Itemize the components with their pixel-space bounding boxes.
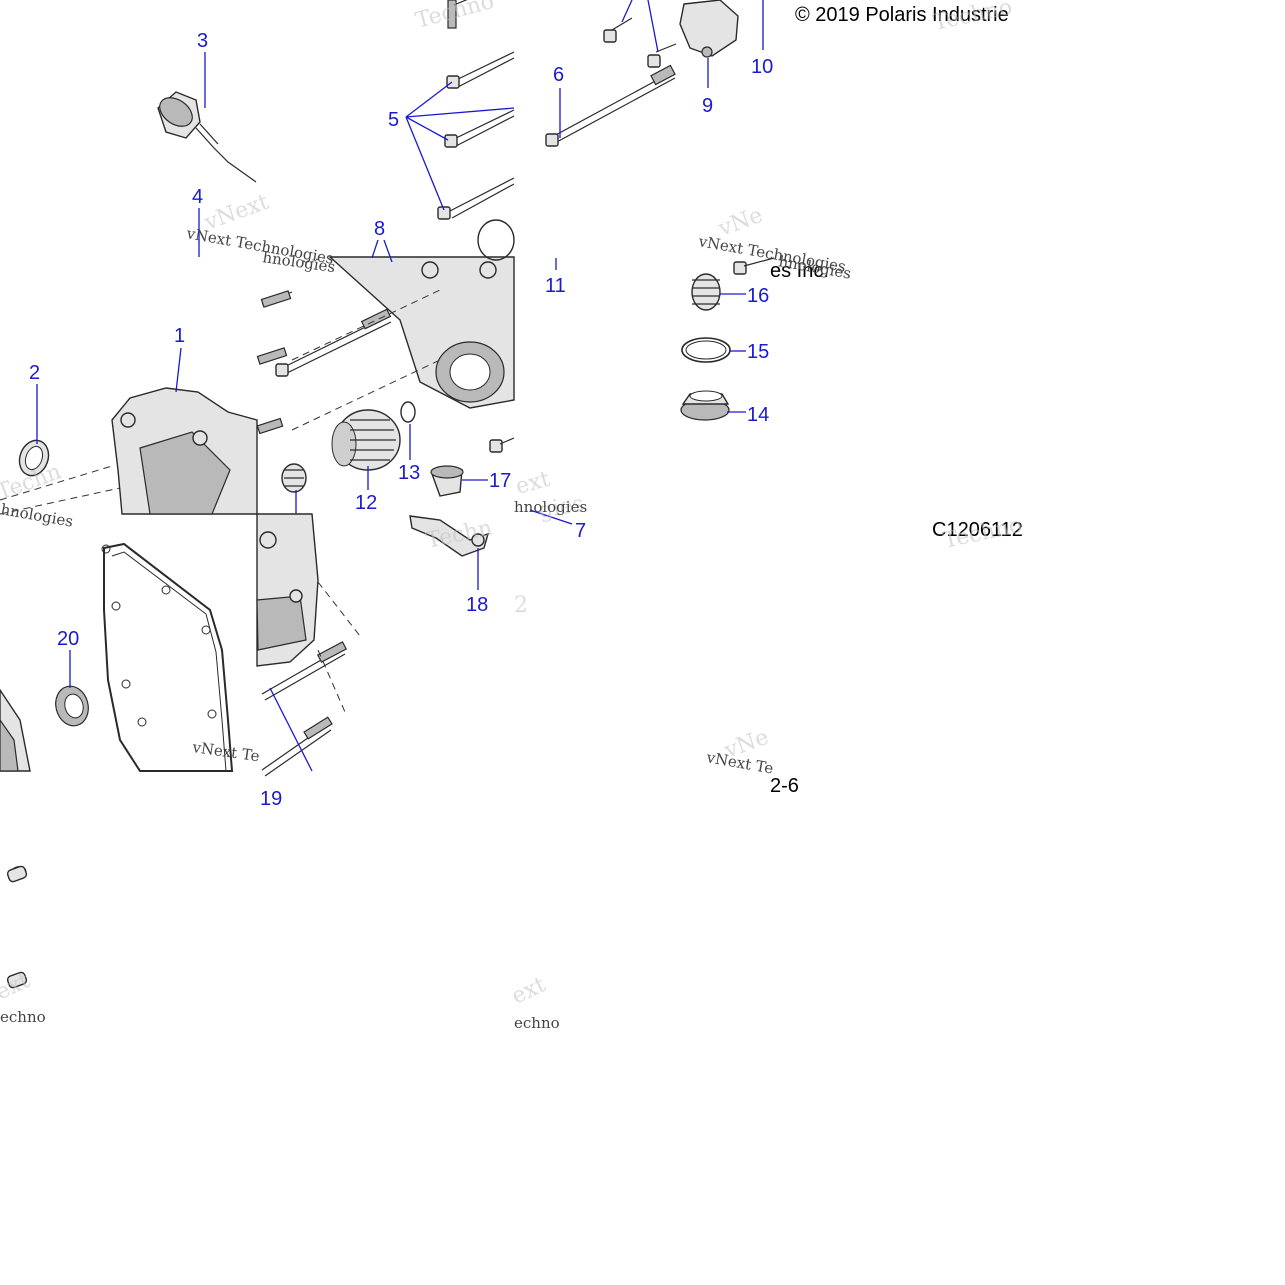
part-crankcase-lower <box>0 688 31 772</box>
part-bolt-upper-right <box>733 257 775 275</box>
callout-12: 12 <box>355 492 377 514</box>
callout-3: 3 <box>197 30 208 52</box>
part-dipstick <box>157 91 257 183</box>
callout-1: 1 <box>174 325 185 347</box>
diagram-code: C1206112 <box>932 519 1023 541</box>
svg-text:vNe: vNe <box>715 203 766 242</box>
callout-4: 4 <box>192 186 203 208</box>
watermark-tile-1: vNext Technologies vNext <box>184 190 335 268</box>
callout-10: 10 <box>751 56 773 78</box>
svg-text:Techno: Techno <box>413 0 497 34</box>
callout-18: 18 <box>466 594 488 616</box>
callout-2: 2 <box>29 362 40 384</box>
callout-9: 9 <box>702 95 713 117</box>
svg-text:hnologies: hnologies <box>514 498 587 516</box>
part-oring-15 <box>681 337 731 363</box>
part-bolts-5 <box>437 0 515 220</box>
part-studs-19 <box>261 641 348 777</box>
part-stud-6 <box>545 64 676 147</box>
svg-text:vNext Technologies: vNext Technologies <box>184 224 335 268</box>
part-bolts-upper <box>603 17 677 68</box>
svg-text:ext: ext <box>508 972 550 1009</box>
svg-text:ext: ext <box>0 968 34 1005</box>
part-cup-17 <box>430 465 464 497</box>
part-spring-16 <box>691 273 721 311</box>
part-washer-13 <box>400 401 416 423</box>
callout-6: 6 <box>553 64 564 86</box>
part-pipe-18 <box>409 515 490 557</box>
callout-14: 14 <box>747 404 769 426</box>
part-cap-14 <box>680 390 730 421</box>
svg-text:vNext: vNext <box>201 190 273 236</box>
part-dowels <box>6 865 28 989</box>
part-oil-filter-12 <box>331 409 401 471</box>
svg-text:2: 2 <box>514 593 528 618</box>
part-gasket <box>101 542 234 772</box>
callout-16: 16 <box>747 285 769 307</box>
copyright-fragment: es Inc. <box>770 260 829 282</box>
callout-5: 5 <box>388 109 399 131</box>
part-oring-2 <box>18 439 50 477</box>
svg-text:hnologies: hnologies <box>0 500 74 530</box>
callout-13: 13 <box>398 462 420 484</box>
callout-8: 8 <box>374 218 385 240</box>
callouts: 1 2 3 4 5 6 7 8 9 10 11 12 13 14 15 16 1… <box>29 30 773 810</box>
copyright-text: © 2019 Polaris Industrie <box>795 4 1009 26</box>
part-cover-9 <box>679 0 739 58</box>
svg-text:ext: ext <box>513 467 553 500</box>
svg-text:echno: echno <box>0 1008 46 1026</box>
part-crankcase-right-lower <box>256 513 319 667</box>
callout-17: 17 <box>489 470 511 492</box>
part-studs-left <box>256 290 392 435</box>
part-crankcase-1 <box>111 387 258 515</box>
part-seal-20 <box>55 685 89 727</box>
part-crankcase-8 <box>328 256 515 409</box>
callout-11: 11 <box>545 275 566 297</box>
callout-20: 20 <box>57 628 79 650</box>
callout-15: 15 <box>747 341 769 363</box>
page-fragment: 2-6 <box>770 775 799 797</box>
callout-19: 19 <box>260 788 282 810</box>
svg-text:echno: echno <box>514 1014 560 1032</box>
part-spring-left <box>281 463 307 493</box>
callout-7: 7 <box>575 520 586 542</box>
